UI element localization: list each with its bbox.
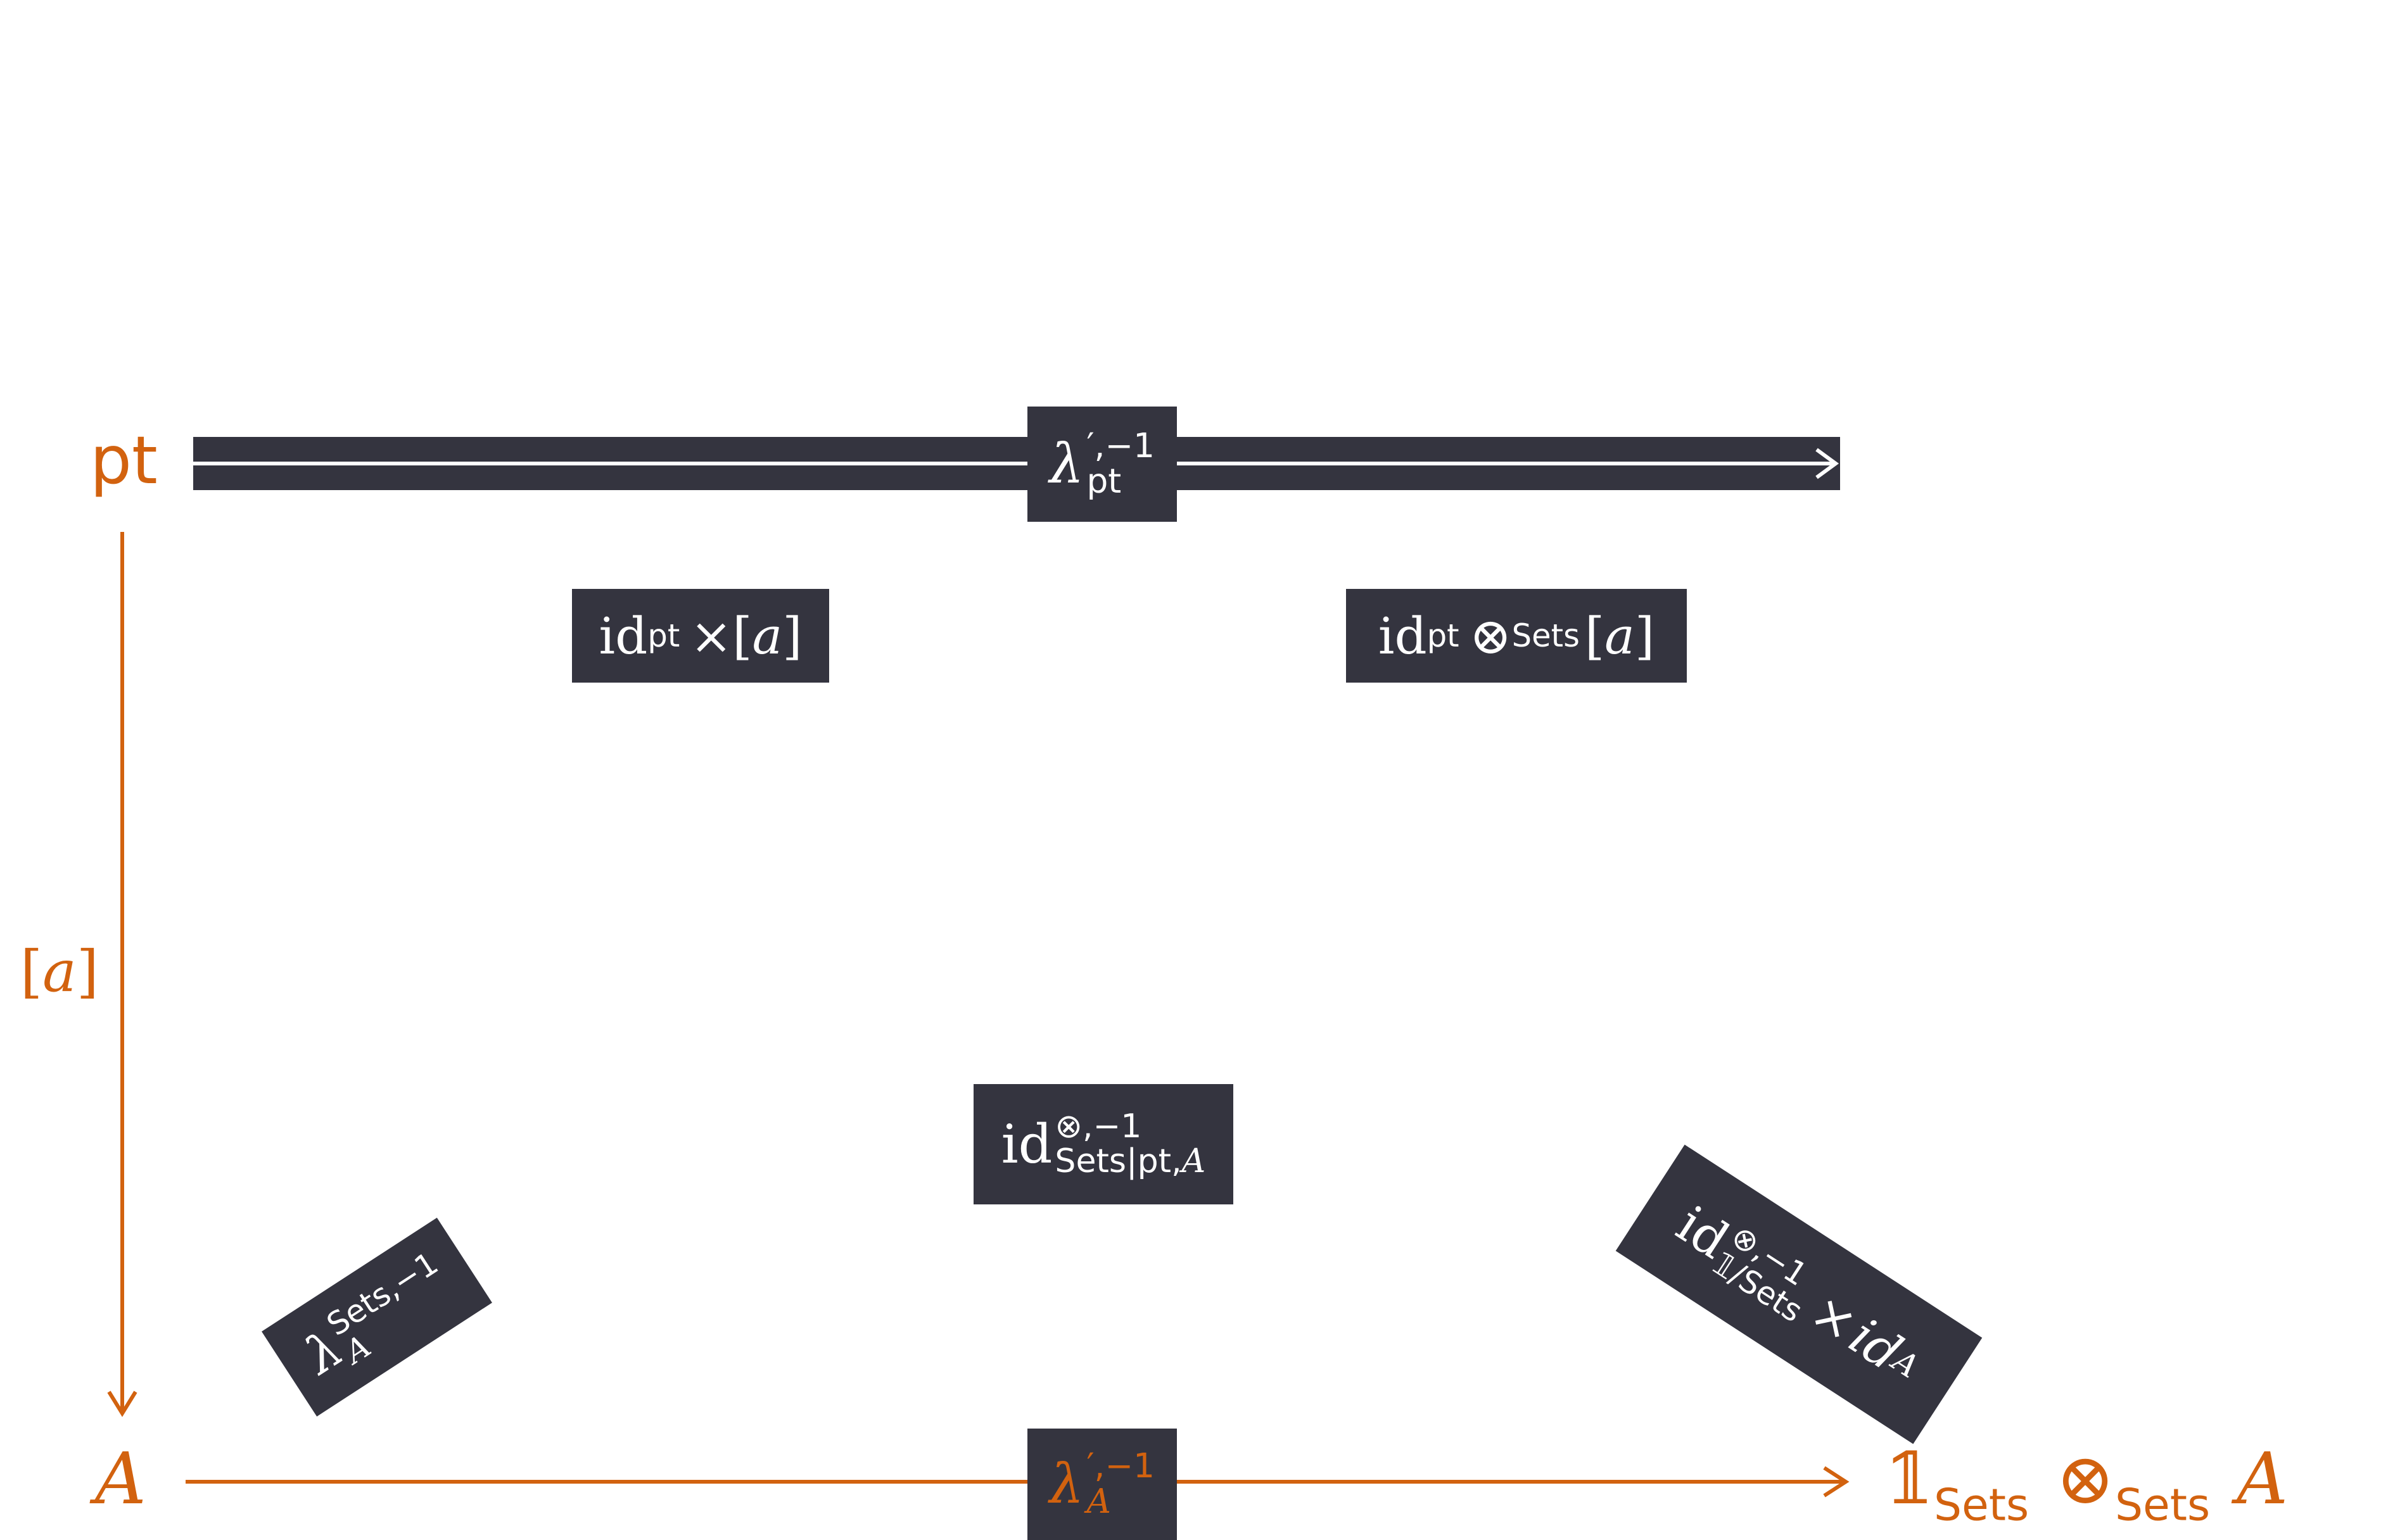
left-arrow-head xyxy=(107,1391,137,1417)
target-A: A xyxy=(2237,1438,2289,1520)
unit-symbol: 𝟙 xyxy=(1884,1438,1934,1520)
id-superscript: ⊗,−1 xyxy=(1055,1108,1142,1146)
lambda-superscript: ′,−1 xyxy=(1086,1446,1155,1486)
bracket-close: ] xyxy=(1634,606,1655,666)
top-arrow-head xyxy=(1815,448,1839,479)
object-A: A xyxy=(95,1438,146,1520)
object-unit-tensor-A: 𝟙Sets ⊗Sets A xyxy=(1884,1444,2288,1528)
id-subscript: pt xyxy=(647,617,680,654)
id-text: id xyxy=(1001,1113,1053,1175)
lambda-symbol: λ xyxy=(1049,1453,1084,1516)
id-subscript: Sets|pt, xyxy=(1055,1142,1182,1180)
tensor-symbol: ⊗ xyxy=(1469,606,1512,666)
tensor-subscript: Sets xyxy=(2114,1480,2211,1531)
lambda-superscript: ′,−1 xyxy=(1086,426,1155,466)
var-a: a xyxy=(1604,606,1635,666)
bracket-close: ] xyxy=(782,606,803,666)
bracket-open: [ xyxy=(20,938,43,1005)
tensor-symbol: ⊗ xyxy=(2055,1438,2115,1520)
id-text: id xyxy=(1378,606,1427,666)
bracket-open: [ xyxy=(732,606,753,666)
id-subscript: pt xyxy=(1426,617,1459,654)
lambda-symbol: λ xyxy=(1049,432,1084,496)
lambda-subscript: A xyxy=(1086,1482,1111,1521)
times-symbol: × xyxy=(690,606,733,666)
id-subscript-A: A xyxy=(1181,1142,1206,1180)
tensor-subscript: Sets xyxy=(1511,617,1580,654)
object-pt: pt xyxy=(90,422,158,499)
id-text: id xyxy=(599,606,648,666)
bracket-open: [ xyxy=(1584,606,1605,666)
unit-subscript: Sets xyxy=(1933,1480,2029,1531)
lambda-subscript: pt xyxy=(1086,462,1122,501)
bottom-arrow-head xyxy=(1823,1466,1850,1498)
var-a: a xyxy=(752,606,783,666)
var-a: a xyxy=(42,938,77,1005)
bracket-close: ] xyxy=(76,938,99,1005)
left-arrow-label: [a] xyxy=(20,944,99,1000)
